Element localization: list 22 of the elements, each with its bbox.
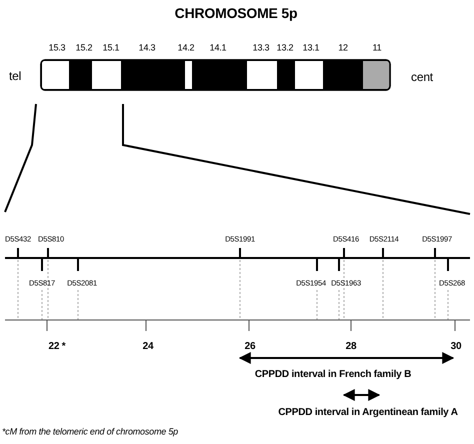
end-label: cent — [411, 71, 433, 83]
band-label: 14.3 — [138, 44, 156, 52]
band-label: 13.1 — [302, 44, 320, 52]
band-label: 14.1 — [210, 44, 226, 52]
band-label: 12 — [338, 44, 348, 52]
tick-label: 28 — [346, 342, 356, 352]
band-label: 13.3 — [252, 44, 270, 52]
band-label: 11 — [372, 44, 382, 52]
footnote: *cM from the telomeric end of chromosome 5p — [2, 428, 178, 436]
tick-label: 30 — [450, 342, 462, 352]
band-label: 15.1 — [102, 44, 120, 52]
title: CHROMOSOME 5p — [174, 6, 298, 20]
band-label: 14.2 — [178, 44, 194, 52]
band-label: 13.2 — [276, 44, 294, 52]
tick-label: 26 — [244, 342, 256, 352]
interval-label: CPPDD interval in Argentinean family A — [278, 408, 458, 418]
end-label: tel — [8, 70, 22, 82]
band-label: 15.3 — [48, 44, 66, 52]
tick-label: 24 — [142, 342, 154, 352]
band-label: 15.2 — [76, 44, 92, 52]
interval-label: CPPDD interval in French family B — [254, 370, 412, 380]
tick-label: 22 * — [48, 342, 66, 352]
